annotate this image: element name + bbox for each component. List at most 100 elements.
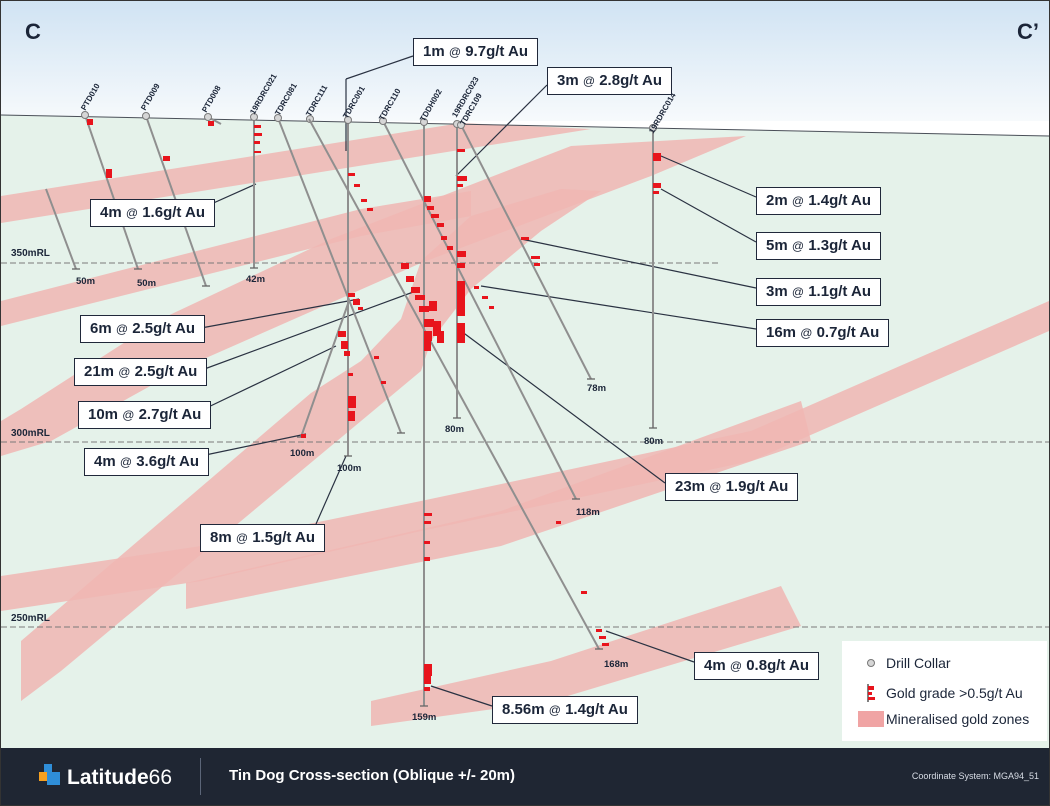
gold-grade-bar xyxy=(341,341,348,349)
gold-grade-bar xyxy=(163,156,170,161)
gold-grade-bar xyxy=(106,169,112,178)
gold-grade-bar xyxy=(457,184,463,187)
logo-wordmark: Latitude66 xyxy=(67,765,173,789)
intercept-callout: 4m @ 0.8g/t Au xyxy=(694,652,820,680)
callout-leaders xyxy=(190,55,757,707)
gold-grade-bar xyxy=(254,141,260,144)
reduced-level-lines xyxy=(1,262,1049,628)
gold-grade-bar xyxy=(437,331,444,343)
gold-grade-bar xyxy=(447,246,453,250)
gold-grade-bar xyxy=(348,293,355,297)
legend-row-gold-grade: Gold grade >0.5g/t Au xyxy=(856,684,1023,702)
gold-grade-bar xyxy=(482,296,488,299)
callout-leader-line xyxy=(660,155,757,198)
gold-grade-bar xyxy=(424,521,431,524)
intercept-callout: 23m @ 1.9g/t Au xyxy=(665,473,799,501)
callout-leader-line xyxy=(315,455,347,525)
gold-grade-bar xyxy=(457,176,467,181)
end-depth-tdrc109: 78m xyxy=(587,383,607,394)
coordinate-system: Coordinate System: MGA94_51 xyxy=(911,771,1039,781)
gold-grade-bar xyxy=(367,208,373,211)
callout-leader-line xyxy=(660,188,757,243)
gold-grade-bar xyxy=(431,214,439,218)
drill-trace xyxy=(45,188,77,270)
mineralised-zone xyxy=(186,401,811,609)
callout-leader-line xyxy=(198,290,417,372)
end-depth-tdrc111: 168m xyxy=(604,659,629,670)
rl-label-350: 350mRL xyxy=(11,248,50,259)
gold-grade-bar xyxy=(406,276,414,282)
drill-holes xyxy=(45,111,657,707)
gold-grade-bar xyxy=(254,125,261,128)
gold-grade-bar xyxy=(457,263,465,268)
end-depth-19rdrc023: 80m xyxy=(445,424,465,435)
intercept-callout: 4m @ 3.6g/t Au xyxy=(84,448,210,476)
rl-label-300: 300mRL xyxy=(11,428,50,439)
section-start-label: C xyxy=(25,19,41,44)
drill-collar-icon xyxy=(649,124,657,132)
end-depth-ptd010: 50m xyxy=(76,276,96,287)
intercept-callout: 6m @ 2.5g/t Au xyxy=(80,315,206,343)
gold-grade-bar xyxy=(581,591,587,594)
gold-grade-bar xyxy=(208,121,214,126)
callout-leader-line xyxy=(460,330,666,484)
gold-grade-bar xyxy=(348,373,353,376)
end-depth-19rdrc014: 80m xyxy=(644,436,664,447)
drill-collar-icon xyxy=(420,118,428,126)
callout-leader-line xyxy=(199,345,337,412)
gold-grade-bar xyxy=(521,237,529,240)
drill-collar-icon xyxy=(204,113,212,121)
drill-collar-icon xyxy=(274,114,282,122)
drill-collar-icon xyxy=(81,111,89,119)
callout-leader-line xyxy=(200,298,360,329)
gold-grade-bar xyxy=(653,183,661,188)
drill-collar-icon xyxy=(142,112,150,120)
gold-grade-bar xyxy=(424,196,431,202)
gold-grade-bar xyxy=(653,191,659,194)
intercept-callout: 5m @ 1.3g/t Au xyxy=(756,232,882,260)
drill-trace xyxy=(277,117,402,434)
gold-grade-bar xyxy=(424,687,430,691)
gold-grade-bar xyxy=(424,664,432,676)
gold-grade-bar xyxy=(361,199,367,202)
intercept-callout: 2m @ 1.4g/t Au xyxy=(756,187,882,215)
end-depth-tdrc110: 118m xyxy=(576,507,600,518)
end-depth-tdrc001: 100m xyxy=(337,463,362,474)
intercept-callout: 21m @ 2.5g/t Au xyxy=(74,358,208,386)
gold-grade-bar xyxy=(401,263,409,269)
legend: Drill Collar Gold grade >0.5g/t Au Miner… xyxy=(842,641,1047,741)
end-depth-tddh002: 159m xyxy=(412,712,437,723)
gold-grade-bar xyxy=(354,184,360,187)
mineralised-zone xyxy=(1,191,471,326)
intercept-callout: 1m @ 9.7g/t Au xyxy=(413,38,539,66)
gold-grade-icon xyxy=(856,684,886,702)
gold-grade-bar xyxy=(433,321,441,336)
intercept-callout: 3m @ 2.8g/t Au xyxy=(547,67,673,95)
callout-leader-line xyxy=(345,55,414,80)
intercept-callout: 8m @ 1.5g/t Au xyxy=(200,524,326,552)
drill-collar-icon xyxy=(344,116,352,124)
gold-grade-bar xyxy=(254,151,261,153)
gold-grade-bar xyxy=(474,286,479,289)
gold-grade-bar xyxy=(374,356,379,359)
gold-grade-bar xyxy=(556,521,561,524)
gold-grade-bar xyxy=(424,513,432,516)
legend-mineralised-label: Mineralised gold zones xyxy=(886,711,1030,727)
gold-grade-bar xyxy=(602,643,609,646)
gold-grade-bar xyxy=(254,133,262,136)
gold-grade-bar xyxy=(353,299,360,305)
gold-grade-bar xyxy=(301,434,306,438)
intercept-callout: 16m @ 0.7g/t Au xyxy=(756,319,890,347)
drill-collar-icon xyxy=(457,121,465,129)
section-end-label: C’ xyxy=(1017,19,1039,44)
gold-grade-bar xyxy=(534,263,540,266)
legend-gold-grade-label: Gold grade >0.5g/t Au xyxy=(886,685,1023,701)
gold-grade-bar xyxy=(457,281,465,301)
mineralised-zone-icon xyxy=(856,711,886,727)
gold-grade-bar xyxy=(348,411,355,421)
callout-leader-line xyxy=(520,238,757,289)
intercept-callout: 3m @ 1.1g/t Au xyxy=(756,278,882,306)
latitude66-logo-icon xyxy=(39,764,61,791)
drill-collar-icon xyxy=(379,117,387,125)
